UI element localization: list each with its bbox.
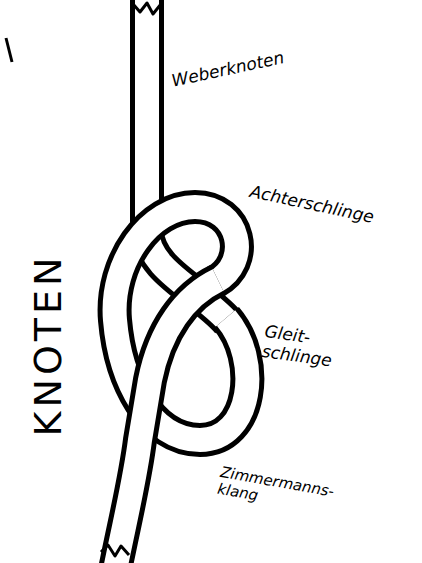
knot-label: Zimmermanns- klang <box>216 464 350 521</box>
knot-label: Weberknoten <box>170 48 286 91</box>
vertical-title: KNOTEN <box>26 254 70 437</box>
knot-label: Achterschlinge <box>248 182 376 227</box>
knot-label: Gleit- schlinge <box>261 322 356 373</box>
